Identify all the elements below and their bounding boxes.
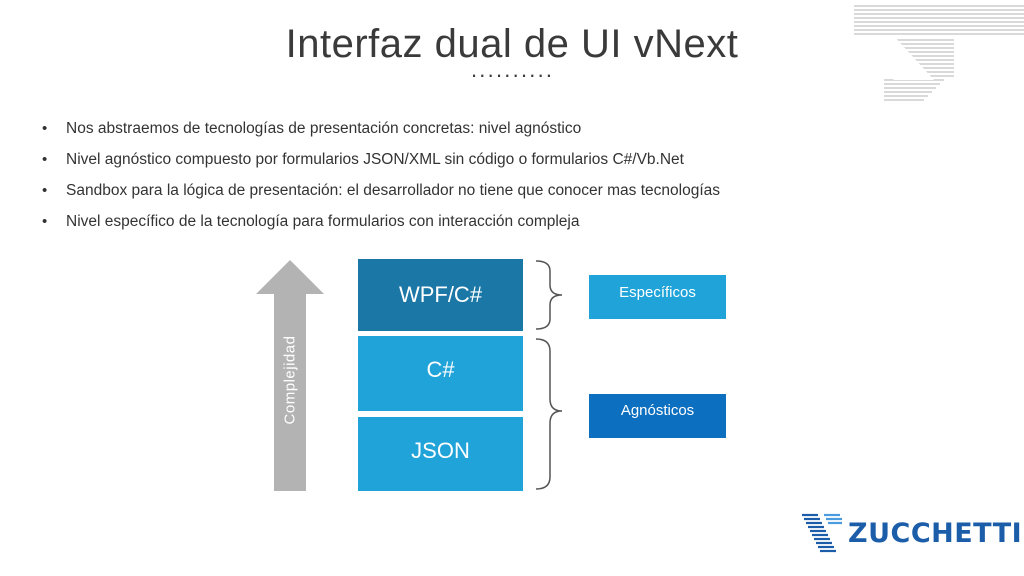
agnostic-label: Agnósticos bbox=[589, 394, 726, 438]
block-json: JSON bbox=[358, 417, 523, 491]
decorative-stripes bbox=[854, 5, 1024, 110]
block-wpf-csharp: WPF/C# bbox=[358, 259, 523, 331]
bullet-item: • Nivel agnóstico compuesto por formulari… bbox=[42, 149, 842, 180]
zucchetti-logo-icon bbox=[802, 513, 842, 553]
complexity-arrow-icon bbox=[256, 260, 324, 491]
bullet-text: Sandbox para la lógica de presentación: … bbox=[66, 182, 721, 199]
logo-text: ZUCCHETTI bbox=[848, 518, 1023, 549]
bullet-text: Nos abstraemos de tecnologías de present… bbox=[66, 120, 582, 137]
block-csharp: C# bbox=[358, 336, 523, 411]
bullet-item: • Nivel específico de la tecnología para … bbox=[42, 211, 842, 242]
bullet-text: Nivel específico de la tecnología para f… bbox=[66, 213, 580, 230]
slide-title: Interfaz dual de UI vNext bbox=[285, 22, 739, 66]
bullet-item: • Sandbox para la lógica de presentación:… bbox=[42, 180, 842, 211]
bullet-dot-icon: • bbox=[42, 182, 48, 199]
bullet-dot-icon: • bbox=[42, 213, 48, 230]
bullet-dot-icon: • bbox=[42, 151, 48, 168]
complexity-arrow-label: Complejidad bbox=[254, 258, 326, 493]
bullet-dot-icon: • bbox=[42, 120, 48, 137]
bullet-text: Nivel agnóstico compuesto por formulario… bbox=[66, 151, 684, 168]
zucchetti-logo: ZUCCHETTI bbox=[800, 512, 1022, 554]
bullet-list: • Nos abstraemos de tecnologías de presen… bbox=[42, 118, 842, 242]
title-underline-dots: ·········· bbox=[470, 62, 554, 87]
complexity-label: Complejidad bbox=[281, 335, 299, 425]
bullet-item: • Nos abstraemos de tecnologías de presen… bbox=[42, 118, 842, 149]
grouping-braces-icon bbox=[535, 260, 563, 490]
specific-label: Específicos bbox=[589, 275, 726, 319]
